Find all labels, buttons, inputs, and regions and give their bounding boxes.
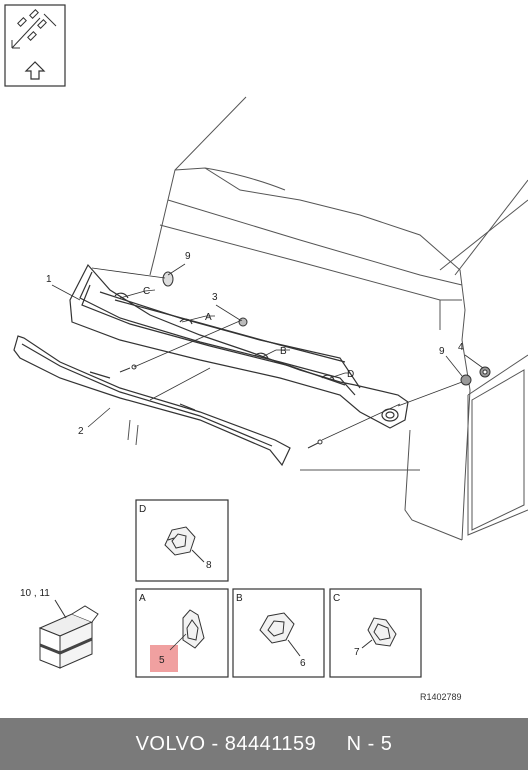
- detail-C-part: 7: [354, 647, 360, 658]
- nut-3: [238, 317, 248, 327]
- label-part-2: 2: [78, 426, 84, 437]
- detail-C-letter: C: [333, 593, 340, 604]
- footer-brand: VOLVO: [135, 732, 206, 755]
- screw-right: [307, 442, 319, 449]
- grommet-6-icon: [259, 612, 301, 657]
- trim-part-1: [69, 263, 409, 429]
- label-part-4: 4: [458, 342, 464, 353]
- label-part-1: 1: [46, 274, 52, 285]
- clip-9-left: [162, 271, 174, 287]
- callout-D: D: [347, 369, 354, 380]
- grommet-5-icon: [182, 609, 205, 649]
- footer-gap: [316, 733, 346, 756]
- up-arrow-icon: [24, 61, 46, 80]
- callout-B: B: [280, 346, 287, 357]
- detail-box-A: A 5: [135, 588, 229, 678]
- detail-box-B: B 6: [232, 588, 325, 678]
- detail-box-C: C 7: [329, 588, 422, 678]
- grommet-7-icon: [361, 617, 397, 649]
- parts-diagram: 1 2 3 4 9 9 C A B D D 8 A 5: [4, 4, 528, 678]
- highlight-part-5: [150, 645, 178, 672]
- vehicle-body: [127, 96, 528, 541]
- reference-code: R1402789: [420, 692, 462, 702]
- label-parts-10-11: 10 , 11: [20, 588, 50, 599]
- label-part-3: 3: [212, 292, 218, 303]
- label-part-9-right: 9: [439, 346, 445, 357]
- kit-box-icon: [38, 599, 99, 669]
- grommet-8-icon: [164, 526, 205, 563]
- callout-A: A: [205, 312, 212, 323]
- detail-B-letter: B: [236, 593, 243, 604]
- footer-sep: -: [205, 732, 225, 755]
- leader-lines: [51, 263, 484, 441]
- clip-9-right: [460, 374, 472, 386]
- fasteners: [119, 271, 491, 449]
- detail-box-D: D 8: [135, 499, 229, 582]
- detail-D-part: 8: [206, 560, 212, 571]
- footer-part-number: 84441159: [224, 732, 317, 755]
- screw-left: [119, 367, 131, 373]
- callout-C: C: [143, 286, 150, 297]
- label-part-9-left: 9: [185, 251, 191, 262]
- detail-A-letter: A: [139, 593, 146, 604]
- trim-part-2: [13, 335, 291, 467]
- footer-position: N - 5: [346, 732, 393, 755]
- detail-B-part: 6: [300, 658, 306, 669]
- detail-D-letter: D: [139, 504, 146, 515]
- footer-bar: VOLVO - 84441159 N - 5: [0, 718, 528, 770]
- detail-A-part: 5: [159, 655, 165, 666]
